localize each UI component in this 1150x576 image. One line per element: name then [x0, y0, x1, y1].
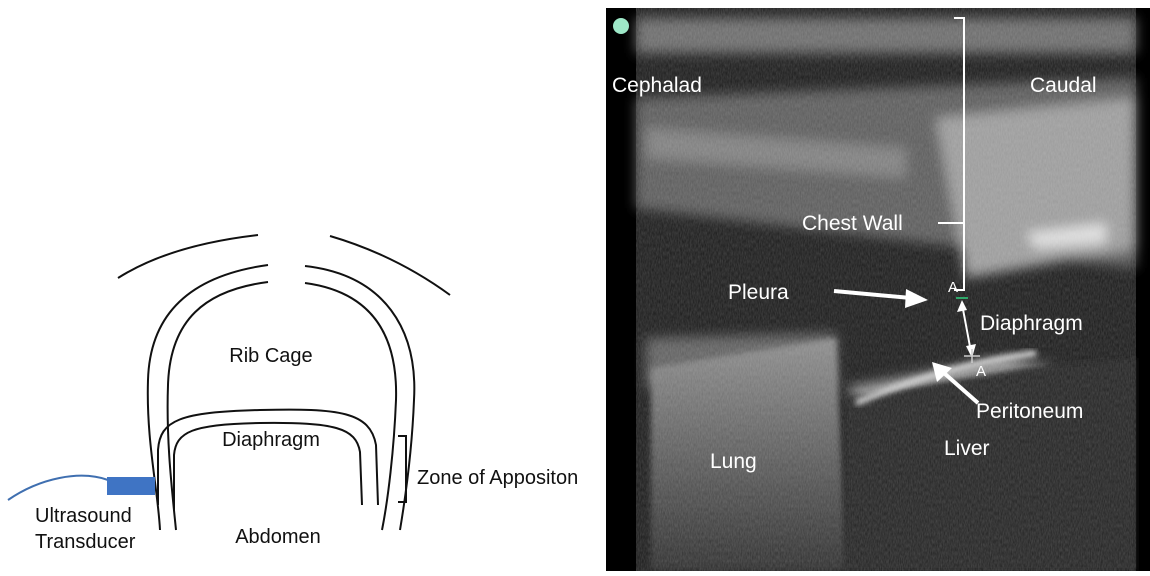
transducer-cable — [8, 476, 108, 500]
orientation-indicator-dot — [613, 18, 629, 34]
caudal-label: Caudal — [1030, 74, 1097, 97]
cephalad-label: Cephalad — [612, 74, 702, 97]
peritoneum-label: Peritoneum — [976, 400, 1083, 423]
transducer-label-line2: Transducer — [35, 531, 136, 553]
rib-cage-label: Rib Cage — [229, 345, 312, 367]
abdomen-label: Abdomen — [235, 526, 321, 548]
zone-of-apposition-label: Zone of Appositon — [417, 467, 578, 489]
outer-rib-right — [330, 236, 450, 295]
liver-label: Liver — [944, 437, 990, 460]
rib-wall-right-outer — [305, 266, 414, 530]
lung-label: Lung — [710, 450, 757, 473]
ultrasound-svg: A A Cephalad Caudal Chest Wall Pleura Di… — [606, 8, 1150, 571]
ultrasound-transducer — [107, 477, 155, 495]
pleura-label: Pleura — [728, 281, 789, 304]
rib-wall-right-inner — [305, 283, 396, 530]
rib-wall-left-inner — [168, 282, 268, 530]
caliper-top-label: A — [948, 279, 958, 296]
schematic-svg: Rib Cage Diaphragm Abdomen Zone of Appos… — [0, 0, 605, 571]
diaphragm-label: Diaphragm — [980, 312, 1083, 335]
chest-wall-label: Chest Wall — [802, 212, 903, 235]
schematic-panel: Rib Cage Diaphragm Abdomen Zone of Appos… — [0, 0, 605, 571]
rib-wall-left-outer — [148, 265, 268, 530]
transducer-label-line1: Ultrasound — [35, 505, 132, 527]
ultrasound-panel: A A Cephalad Caudal Chest Wall Pleura Di… — [606, 8, 1150, 571]
diaphragm-label: Diaphragm — [222, 429, 320, 451]
right-margin — [1136, 8, 1150, 571]
caliper-bottom-label: A — [976, 363, 986, 380]
